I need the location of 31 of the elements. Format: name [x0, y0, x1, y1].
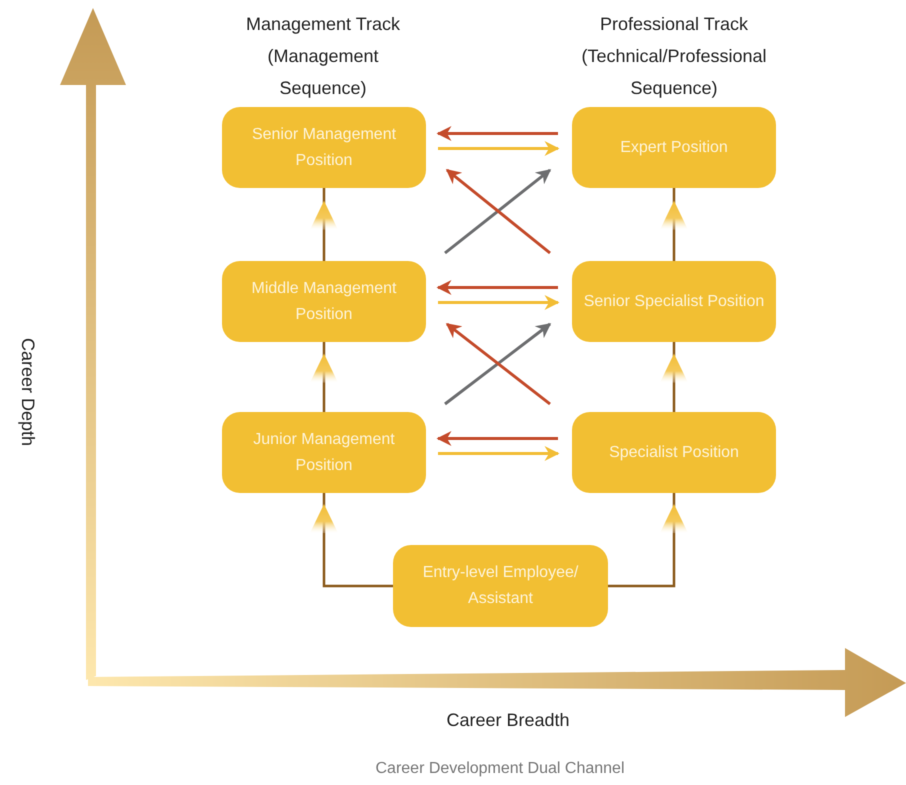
position-box: [222, 107, 426, 188]
caption: Career Development Dual Channel: [374, 759, 626, 779]
track-heading: Management Track (Management Sequence): [244, 13, 402, 100]
arrow: [436, 280, 558, 295]
axis-label: Career Breadth: [445, 709, 571, 732]
arrow: [310, 342, 338, 412]
node-label: Senior Management Position: [250, 124, 398, 170]
node-label: Junior Management Position: [252, 430, 396, 476]
position-box: [393, 545, 608, 627]
axis-label: Career Depth: [18, 338, 38, 446]
arrow: [310, 493, 393, 588]
position-box: [572, 261, 776, 342]
arrow: [608, 493, 688, 588]
node-label: Senior Specialist Position: [584, 292, 764, 312]
arrow: [660, 342, 688, 412]
arrow: [438, 295, 560, 310]
node-label: Specialist Position: [609, 442, 739, 462]
arrow: [436, 126, 558, 141]
node-label: Middle Management Position: [250, 278, 398, 324]
node-label: Entry-level Employee/ Assistant: [422, 563, 580, 609]
position-box: [572, 412, 776, 493]
track-heading: Professional Track (Technical/Professional Sequence): [580, 13, 768, 100]
position-box: [222, 261, 426, 342]
position-box: [572, 107, 776, 188]
arrow: [438, 141, 560, 156]
arrow: [436, 431, 558, 446]
position-box: [222, 412, 426, 493]
arrow: [310, 188, 338, 261]
arrow: [438, 446, 560, 461]
arrow: [660, 188, 688, 261]
node-label: Expert Position: [620, 138, 728, 158]
